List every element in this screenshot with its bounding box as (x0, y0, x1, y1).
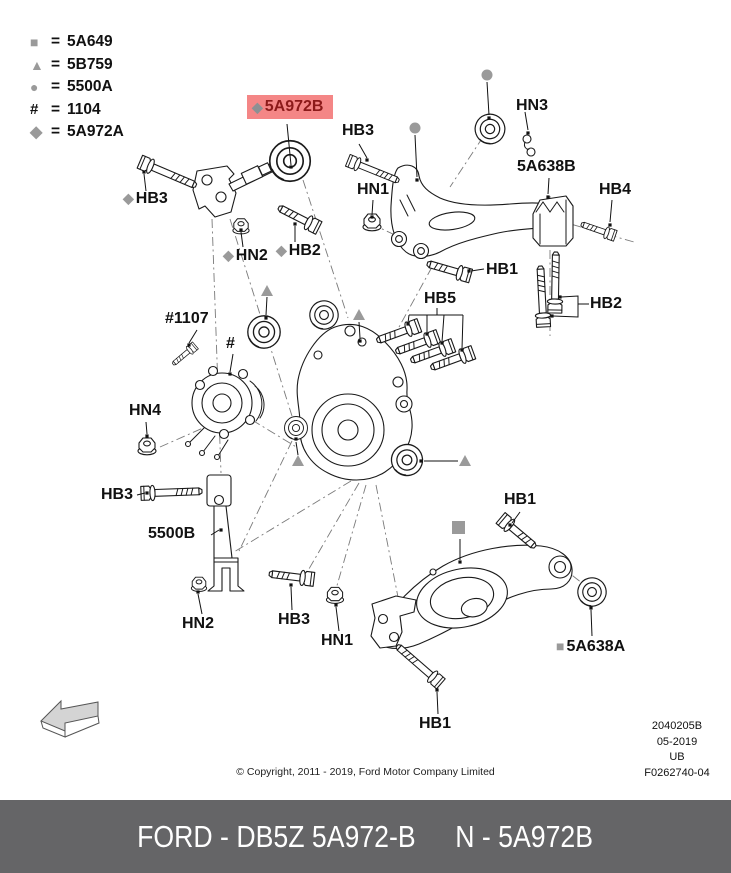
part-label-hb2-middle: ◆HB2 (276, 242, 321, 260)
equals-sign: = (51, 100, 61, 118)
legend-code: 5500A (67, 78, 113, 96)
bracket-5a638b-art (532, 195, 574, 247)
equals-sign: = (51, 78, 61, 96)
link-5500b-art (206, 474, 245, 592)
highlight-text: 5A972B (264, 98, 324, 115)
circle-marker (481, 69, 493, 81)
part-label-hb5: HB5 (424, 290, 457, 307)
revision-line: 2040205B (651, 720, 703, 732)
part-label-hb1-lower-arm: HB1 (504, 491, 537, 508)
part-label-hn4: HN4 (129, 402, 162, 419)
legend-code: 5A972A (67, 123, 124, 141)
label-text: 5A638A (566, 638, 626, 655)
triangle-marker (353, 309, 365, 320)
triangle-marker (261, 285, 273, 296)
diamond-icon: ◆ (30, 124, 43, 142)
direction-arrow-icon (40, 699, 100, 738)
diamond-icon: ◆ (252, 99, 263, 115)
legend-code: 5A649 (67, 33, 113, 51)
parts-diagram: ■ = 5A649 ▲ = 5B759 ● = 5500A # = 1104 ◆… (30, 31, 729, 781)
part-label-hn1-bottom: HN1 (321, 632, 354, 649)
legend: ■ = 5A649 ▲ = 5B759 ● = 5500A # = 1104 ◆… (30, 31, 124, 144)
equals-sign: = (51, 123, 61, 141)
upper-arm-art (390, 109, 574, 260)
revision-info: 2040205B 05-2019 UB F0262740-04 (625, 719, 729, 781)
label-text: HB3 (135, 190, 168, 207)
leader-lines (136, 81, 613, 715)
legend-item-5a649: ■ = 5A649 (30, 31, 124, 54)
legend-item-1104: # = 1104 (30, 99, 124, 122)
part-label-hb3-bottom: HB3 (278, 611, 311, 628)
triangle-marker (292, 455, 304, 466)
square-icon: ■ (30, 34, 39, 51)
square-icon: ■ (556, 638, 565, 654)
equals-sign: = (51, 33, 61, 51)
part-label-5a638a: ■5A638A (556, 638, 625, 656)
toe-link-art (192, 139, 312, 218)
diamond-icon: ◆ (123, 190, 134, 206)
part-label-hb2-right: HB2 (590, 295, 623, 312)
equals-sign: = (51, 55, 61, 73)
diagram-artwork (40, 69, 635, 738)
part-label-hash: # (226, 335, 235, 352)
part-label-hn3: HN3 (516, 97, 549, 114)
diamond-icon: ◆ (276, 242, 287, 258)
circle-marker (409, 122, 421, 134)
part-label-hb1-middle: HB1 (486, 261, 519, 278)
part-label-5a972b-highlighted: ◆ 5A972B (247, 95, 334, 119)
revision-line: F0262740-04 (644, 766, 710, 779)
revision-line: UB (669, 751, 685, 763)
triangle-icon: ▲ (30, 56, 44, 73)
label-text: HB2 (288, 242, 321, 259)
hash-symbol: # (30, 101, 39, 119)
diamond-icon: ◆ (223, 247, 234, 263)
label-text: HN2 (235, 247, 268, 264)
part-label-hn2-middle: ◆HN2 (223, 247, 268, 265)
part-label-5500b: 5500B (148, 525, 196, 542)
part-label-hb4: HB4 (599, 181, 632, 198)
legend-item-5a972a: ◆ = 5A972A (30, 121, 124, 144)
revision-line: 05-2019 (656, 735, 698, 748)
part-label-hn2-bottom: HN2 (182, 615, 215, 632)
part-label-1107: #1107 (165, 310, 209, 327)
part-label-hb1-bottom: HB1 (419, 715, 452, 732)
circle-icon: ● (30, 79, 39, 96)
triangle-marker (459, 455, 471, 466)
symbol-markers (261, 69, 493, 534)
legend-code: 5B759 (67, 55, 113, 73)
legend-item-5500a: ● = 5500A (30, 76, 124, 99)
hub-art (184, 365, 265, 461)
retainer-clip-art (522, 134, 536, 157)
legend-item-5b759: ▲ = 5B759 (30, 54, 124, 77)
part-label-hb3-upper: HB3 (342, 122, 375, 139)
knuckle-art (296, 323, 413, 481)
part-label-hn1-upper: HN1 (357, 181, 390, 198)
part-label-hb3-left: ◆HB3 (123, 190, 168, 208)
legend-code: 1104 (67, 100, 101, 118)
copyright-notice: © Copyright, 2011 - 2019, Ford Motor Com… (236, 766, 495, 778)
footer-callout-number: N - 5A972B (455, 818, 594, 854)
footer-part-number: FORD - DB5Z 5A972-B (137, 818, 417, 854)
square-marker (452, 521, 465, 534)
footer-bar: FORD - DB5Z 5A972-B N - 5A972B (0, 800, 731, 873)
part-label-5a638b: 5A638B (517, 158, 576, 175)
footer-text: FORD - DB5Z 5A972-B N - 5A972B (138, 819, 594, 855)
part-label-hb3-lower-left: HB3 (101, 486, 134, 503)
lower-arm-art (370, 544, 610, 650)
